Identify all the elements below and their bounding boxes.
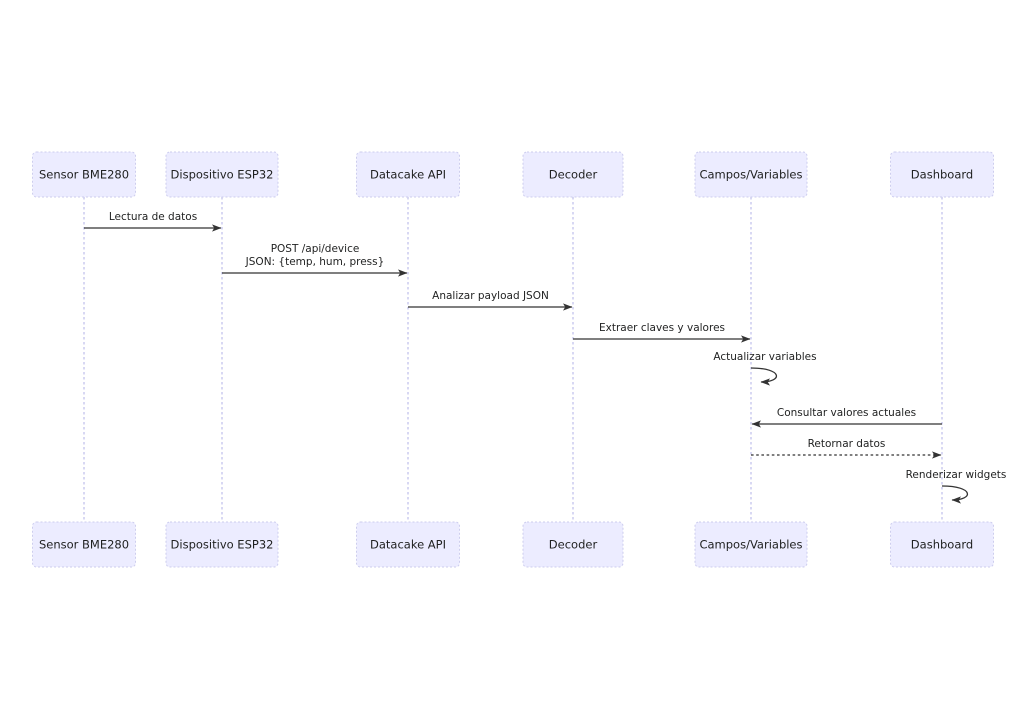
actor-label-decoder-top: Decoder [549,168,598,182]
message-label-m2-line1: JSON: {temp, hum, press} [245,256,385,268]
self-loop-m5 [750,367,778,386]
message-label-m5: Actualizar variables [713,351,816,363]
actor-label-sensor-bottom: Sensor BME280 [39,538,129,552]
actor-label-sensor-top: Sensor BME280 [39,168,129,182]
actor-box-api-bottom[interactable] [356,521,460,568]
actor-box-dashboard-bottom[interactable] [890,521,994,568]
message-label-m8: Renderizar widgets [906,469,1007,481]
actor-label-api-bottom: Datacake API [370,538,446,552]
actor-label-campos-top: Campos/Variables [699,168,802,182]
message-label-m6-line0: Consultar valores actuales [777,407,916,419]
self-loop-m8 [941,485,969,504]
message-m8: Renderizar widgets [906,469,1007,504]
actor-box-esp32-bottom[interactable] [165,521,279,568]
message-m1: Lectura de datos [84,211,222,232]
actor-label-api-top: Datacake API [370,168,446,182]
actor-box-esp32-top[interactable] [165,151,279,198]
actor-box-decoder-bottom[interactable] [522,521,624,568]
message-m6: Consultar valores actuales [751,407,942,428]
actor-box-api-top[interactable] [356,151,460,198]
actor-label-campos-bottom: Campos/Variables [699,538,802,552]
actors-top-group: Sensor BME280 Dispositivo ESP32 Datacake A… [32,151,994,198]
message-m3: Analizar payload JSON [408,290,573,311]
actor-box-campos-top[interactable] [694,151,808,198]
actor-box-sensor-bottom[interactable] [32,521,136,568]
message-label-m4-line0: Extraer claves y valores [599,322,725,334]
message-label-m2-line0: POST /api/device [271,243,360,255]
message-m5: Actualizar variables [713,351,817,386]
message-label-m1-line0: Lectura de datos [109,211,197,223]
actor-label-esp32-top: Dispositivo ESP32 [171,168,274,182]
actor-box-decoder-top[interactable] [522,151,624,198]
actors-bottom-group: Sensor BME280 Dispositivo ESP32 Datacake A… [32,521,994,568]
message-m4: Extraer claves y valores [573,322,751,343]
message-label-m3-line0: Analizar payload JSON [432,290,549,302]
actor-label-dashboard-top: Dashboard [911,168,973,182]
actor-box-dashboard-top[interactable] [890,151,994,198]
actor-label-decoder-bottom: Decoder [549,538,598,552]
actor-box-sensor-top[interactable] [32,151,136,198]
actor-label-esp32-bottom: Dispositivo ESP32 [171,538,274,552]
message-m7: Retornar datos [751,438,942,459]
actor-box-campos-bottom[interactable] [694,521,808,568]
actor-label-dashboard-bottom: Dashboard [911,538,973,552]
lifelines-group [83,197,943,522]
message-label-m7-line0: Retornar datos [808,438,886,450]
